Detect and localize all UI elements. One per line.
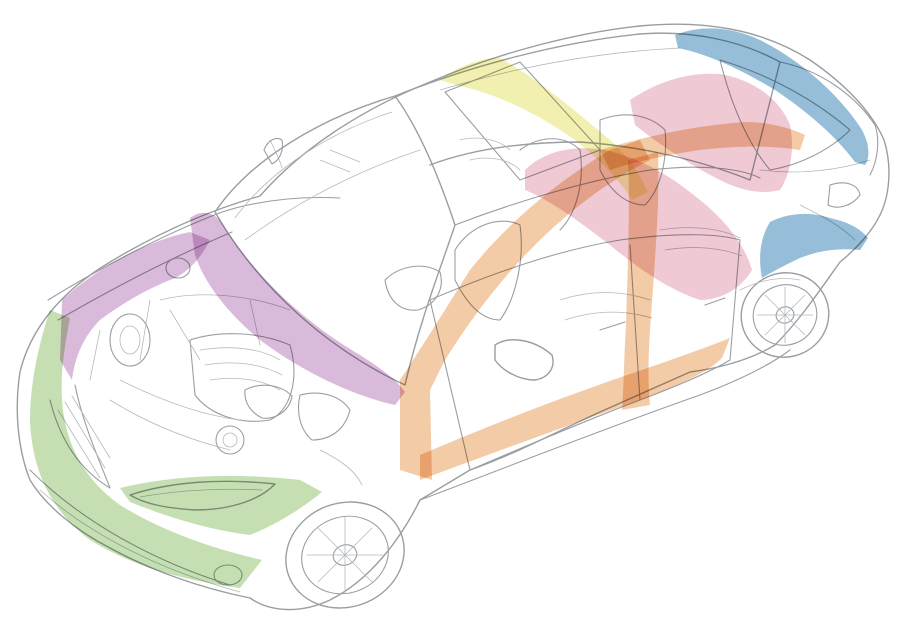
body-outline — [16, 23, 890, 611]
rear-seat-zone — [525, 148, 752, 300]
front-bumper-zone — [120, 475, 322, 535]
rear-wheel — [740, 272, 830, 358]
roof-header-zone — [440, 58, 648, 200]
rear-quarter-zone — [760, 213, 868, 278]
a-pillar-zone — [400, 140, 650, 480]
side-sill-zone — [420, 338, 730, 480]
highlight-zones — [30, 28, 869, 588]
tail-light — [827, 182, 861, 208]
side-mirror — [494, 339, 554, 381]
c-pillar-zone — [630, 73, 792, 192]
steering-wheel — [384, 265, 442, 311]
rear-door-outline — [639, 239, 741, 401]
cowl-zone — [190, 212, 405, 405]
trunk-lid-zone — [675, 28, 869, 165]
hood-zone — [60, 232, 210, 380]
front-bumper-zone — [30, 310, 262, 588]
front-wheel — [285, 501, 405, 609]
